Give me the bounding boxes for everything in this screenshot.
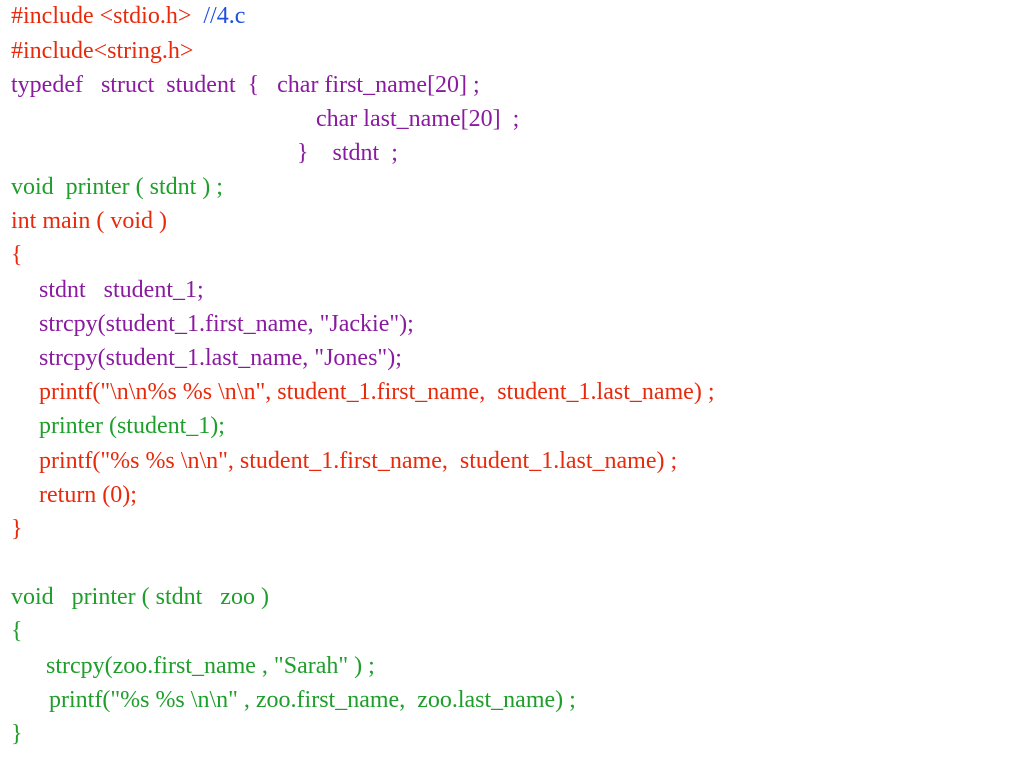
code-text: printf("%s %s \n\n" , zoo.first_name, zo…: [49, 687, 576, 713]
code-text: #include <stdio.h>: [11, 3, 204, 29]
code-line: strcpy(zoo.first_name , "Sarah" ) ;: [46, 651, 375, 681]
code-line: {: [11, 616, 23, 646]
code-text: void printer ( stdnt ) ;: [11, 174, 223, 200]
code-text: printer (student_1);: [39, 413, 225, 439]
code-text: }: [11, 721, 23, 747]
code-text: printf("%s %s \n\n", student_1.first_nam…: [39, 448, 678, 474]
code-line: #include<string.h>: [11, 36, 193, 66]
code-line: }: [11, 719, 23, 749]
code-line: } stdnt ;: [297, 138, 398, 168]
code-text: {: [11, 618, 23, 644]
code-line: {: [11, 240, 23, 270]
code-text: return (0);: [39, 482, 137, 508]
code-line: printf("\n\n%s %s \n\n", student_1.first…: [39, 377, 715, 407]
code-text: int main ( void ): [11, 208, 167, 234]
code-line: int main ( void ): [11, 206, 167, 236]
code-line: }: [11, 514, 23, 544]
code-line: printer (student_1);: [39, 411, 225, 441]
code-line: stdnt student_1;: [39, 275, 204, 305]
code-text: void printer ( stdnt zoo ): [11, 584, 269, 610]
code-line: printf("%s %s \n\n", student_1.first_nam…: [39, 446, 677, 476]
code-line: #include <stdio.h> //4.c: [11, 1, 245, 31]
code-line: char last_name[20] ;: [316, 104, 519, 134]
code-text: } stdnt ;: [297, 140, 398, 166]
code-text: strcpy(zoo.first_name , "Sarah" ) ;: [46, 653, 375, 679]
code-text: #include<string.h>: [11, 38, 194, 64]
code-text: strcpy(student_1.last_name, "Jones");: [39, 345, 402, 371]
code-line: printf("%s %s \n\n" , zoo.first_name, zo…: [49, 685, 576, 715]
code-text: {: [11, 242, 23, 268]
code-line: return (0);: [39, 480, 137, 510]
code-text: printf("\n\n%s %s \n\n", student_1.first…: [39, 379, 715, 405]
code-text: }: [11, 516, 23, 542]
code-text: char last_name[20] ;: [316, 106, 520, 132]
code-text: typedef struct student { char first_name…: [11, 72, 480, 98]
code-line: void printer ( stdnt zoo ): [11, 582, 269, 612]
code-line: strcpy(student_1.last_name, "Jones");: [39, 343, 402, 373]
code-line: strcpy(student_1.first_name, "Jackie");: [39, 309, 414, 339]
code-line: void printer ( stdnt ) ;: [11, 172, 223, 202]
code-text: //4.c: [203, 3, 246, 29]
code-text: stdnt student_1;: [39, 277, 204, 303]
code-text: strcpy(student_1.first_name, "Jackie");: [39, 311, 414, 337]
code-line: typedef struct student { char first_name…: [11, 70, 480, 100]
